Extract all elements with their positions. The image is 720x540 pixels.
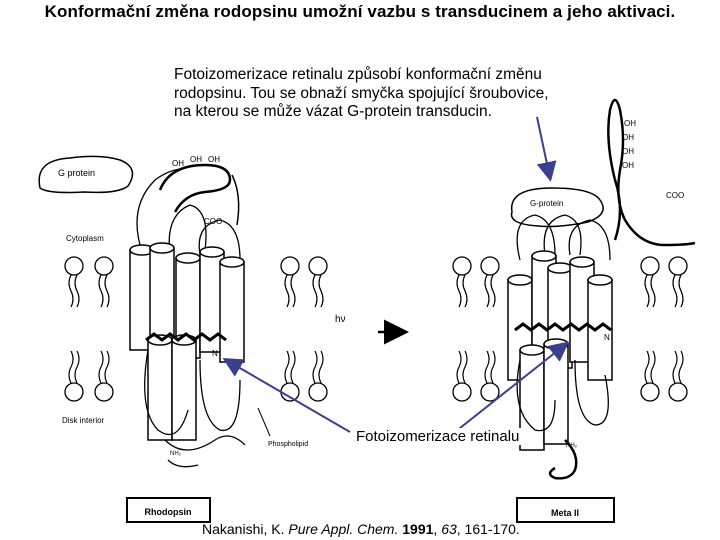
oh-label-right-4: OH bbox=[622, 161, 634, 170]
oh-label-right-3: OH bbox=[622, 147, 634, 156]
state-label-rhodopsin: Rhodopsin bbox=[145, 507, 192, 517]
disk-interior-label: Disk interior bbox=[62, 416, 105, 425]
state-label-meta-ii: Meta II bbox=[551, 508, 579, 518]
oh-label-right-2: OH bbox=[622, 133, 634, 142]
n-label-right: N bbox=[604, 333, 610, 342]
right-panel: G-protein OH OH OH OH COO N bbox=[452, 98, 696, 523]
citation-year: 1991 bbox=[402, 521, 434, 537]
g-protein-label-left: G protein bbox=[58, 168, 95, 178]
coo-label-left: COO bbox=[204, 217, 222, 226]
phospholipid-label: Phospholipid bbox=[268, 441, 308, 448]
cytoplasm-label: Cytoplasm bbox=[66, 234, 104, 243]
callout-text-top: Fotoizomerizace retinalu způsobí konform… bbox=[174, 66, 549, 120]
nh2-label-right: NH₂ bbox=[566, 443, 578, 449]
g-protein-shape-left bbox=[38, 155, 134, 194]
oh-label-right-1: OH bbox=[624, 119, 636, 128]
callout-arrow-retinal-right bbox=[454, 341, 570, 433]
citation-authors: Nakanishi, K. bbox=[202, 521, 289, 537]
left-panel: G protein Cytoplasm Disk interior Phosph… bbox=[38, 155, 328, 523]
n-label-left: N bbox=[212, 349, 218, 358]
citation-journal: Pure Appl. Chem. bbox=[288, 521, 399, 537]
slide-title: Konformační změna rodopsinu umožní vazbu… bbox=[44, 2, 676, 21]
nh2-label-left: NH₂ bbox=[170, 451, 182, 457]
callout-arrow-retinal-left bbox=[222, 357, 351, 433]
citation-pages: , 161-170. bbox=[456, 521, 520, 537]
citation: Nakanishi, K. Pure Appl. Chem. 1991, 63,… bbox=[202, 521, 520, 537]
callout-text-bottom: Fotoizomerizace retinalu bbox=[354, 428, 522, 445]
g-protein-shape-right bbox=[510, 187, 604, 228]
coo-label-right: COO bbox=[666, 191, 684, 200]
oh-label-left-1: OH bbox=[172, 159, 184, 168]
light-label: hν bbox=[335, 314, 346, 325]
oh-label-left-2: OH bbox=[190, 155, 202, 164]
callout-arrow-loop bbox=[536, 116, 557, 182]
g-protein-label-right: G-protein bbox=[530, 199, 563, 208]
citation-volume: 63 bbox=[441, 521, 457, 537]
oh-label-left-3: OH bbox=[208, 155, 220, 164]
